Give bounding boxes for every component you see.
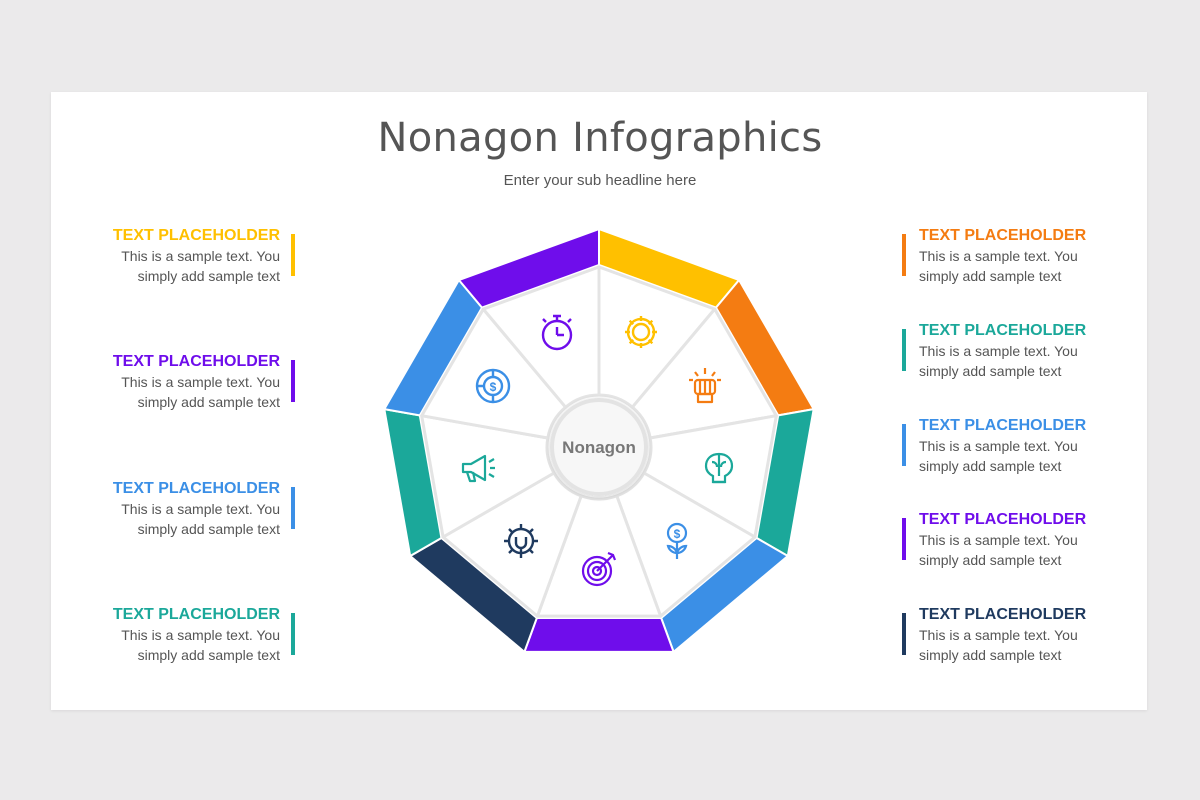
left-body-4b: simply add sample text — [137, 647, 280, 663]
left-text-block-3: TEXT PLACEHOLDER This is a sample text. … — [100, 479, 280, 539]
right-heading-1: TEXT PLACEHOLDER — [919, 227, 1087, 244]
right-body-3b: simply add sample text — [919, 458, 1062, 474]
left-heading-2: TEXT PLACEHOLDER — [112, 353, 280, 370]
dollar-chart-icon: $ — [471, 364, 515, 408]
wrench-gear-icon — [499, 519, 543, 563]
right-accent-bar-5 — [902, 613, 906, 655]
inner-wedge-9 — [481, 265, 601, 409]
right-body-5b: simply add sample text — [919, 647, 1062, 663]
rim-segment-5 — [522, 617, 676, 653]
right-text-block-4: TEXT PLACEHOLDER This is a sample text. … — [919, 510, 1099, 570]
left-body-1a: This is a sample text. You — [121, 248, 280, 264]
right-accent-bar-3 — [902, 424, 906, 466]
right-body-3a: This is a sample text. You — [919, 438, 1078, 454]
gear-icon — [619, 310, 663, 354]
left-text-block-2: TEXT PLACEHOLDER This is a sample text. … — [100, 352, 280, 412]
svg-text:$: $ — [490, 380, 497, 394]
left-body-4a: This is a sample text. You — [121, 627, 280, 643]
left-accent-bar-2 — [291, 360, 295, 402]
left-heading-1: TEXT PLACEHOLDER — [112, 227, 280, 244]
left-heading-4: TEXT PLACEHOLDER — [112, 606, 280, 623]
right-accent-bar-1 — [902, 234, 906, 276]
right-heading-5: TEXT PLACEHOLDER — [919, 606, 1087, 623]
right-accent-bar-4 — [902, 518, 906, 560]
left-body-1b: simply add sample text — [137, 268, 280, 284]
right-heading-2: TEXT PLACEHOLDER — [919, 322, 1087, 339]
left-body-2b: simply add sample text — [137, 394, 280, 410]
center-label: Nonagon — [562, 438, 636, 457]
page-title: Nonagon Infographics — [377, 115, 823, 161]
right-body-4a: This is a sample text. You — [919, 532, 1078, 548]
right-body-2a: This is a sample text. You — [919, 343, 1078, 359]
right-body-1a: This is a sample text. You — [919, 248, 1078, 264]
right-body-5a: This is a sample text. You — [919, 627, 1078, 643]
megaphone-icon — [457, 446, 501, 490]
left-body-3a: This is a sample text. You — [121, 501, 280, 517]
center-circle — [550, 398, 648, 496]
right-text-block-5: TEXT PLACEHOLDER This is a sample text. … — [919, 605, 1099, 665]
left-body-2a: This is a sample text. You — [121, 374, 280, 390]
target-arrow-icon — [577, 547, 621, 591]
right-body-4b: simply add sample text — [919, 552, 1062, 568]
right-body-1b: simply add sample text — [919, 268, 1062, 284]
stopwatch-icon — [535, 310, 579, 354]
brain-icon — [697, 446, 741, 490]
left-text-block-4: TEXT PLACEHOLDER This is a sample text. … — [100, 605, 280, 665]
right-text-block-1: TEXT PLACEHOLDER This is a sample text. … — [919, 226, 1099, 286]
left-text-block-1: TEXT PLACEHOLDER This is a sample text. … — [100, 226, 280, 286]
right-heading-3: TEXT PLACEHOLDER — [919, 417, 1087, 434]
left-accent-bar-3 — [291, 487, 295, 529]
left-heading-3: TEXT PLACEHOLDER — [112, 480, 280, 497]
rim-segment-9 — [457, 227, 600, 309]
right-text-block-3: TEXT PLACEHOLDER This is a sample text. … — [919, 416, 1099, 476]
raised-fist-icon — [683, 364, 727, 408]
left-accent-bar-1 — [291, 234, 295, 276]
page-subtitle: Enter your sub headline here — [503, 172, 697, 189]
money-plant-icon: $ — [655, 519, 699, 563]
right-body-2b: simply add sample text — [919, 363, 1062, 379]
left-accent-bar-4 — [291, 613, 295, 655]
right-text-block-2: TEXT PLACEHOLDER This is a sample text. … — [919, 321, 1099, 381]
right-heading-4: TEXT PLACEHOLDER — [919, 511, 1087, 528]
right-accent-bar-2 — [902, 329, 906, 371]
svg-text:$: $ — [674, 527, 681, 541]
left-body-3b: simply add sample text — [137, 521, 280, 537]
